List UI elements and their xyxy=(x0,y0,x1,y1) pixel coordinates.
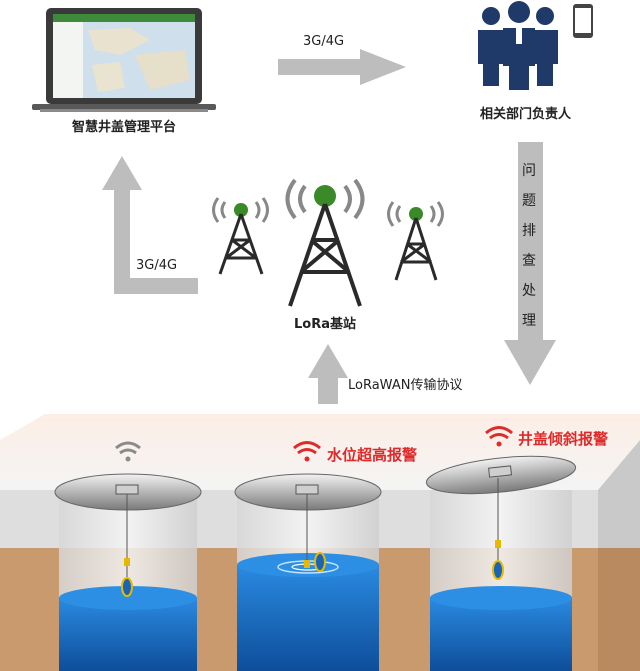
station-label: LoRa基站 xyxy=(294,317,356,332)
large-tower-icon xyxy=(285,178,365,307)
process-char: 题 xyxy=(522,193,536,209)
platform-label: 智慧井盖管理平台 xyxy=(72,120,177,135)
well-2 xyxy=(234,473,382,671)
process-label: 问 题 排 查 处 理 xyxy=(518,160,540,330)
laptop-icon xyxy=(32,8,216,112)
tilt-alert: 井盖倾斜报警 xyxy=(518,430,609,448)
phone-icon xyxy=(573,4,593,38)
well-1 xyxy=(54,473,202,671)
process-char: 问 xyxy=(522,163,536,179)
process-char: 理 xyxy=(522,313,536,329)
process-char: 处 xyxy=(522,283,536,299)
wifi-icon-normal xyxy=(115,441,141,462)
arrow-platform-to-people xyxy=(278,49,406,85)
link-left-label: 3G/4G xyxy=(136,258,178,273)
protocol-label: LoRaWAN传输协议 xyxy=(348,378,463,393)
people-icon xyxy=(478,1,558,90)
small-tower-left-icon xyxy=(212,197,269,275)
water-high-alert: 水位超高报警 xyxy=(327,446,418,464)
wifi-icon-alert-1 xyxy=(293,441,321,462)
process-char: 排 xyxy=(522,223,536,239)
arrow-up-protocol xyxy=(308,344,348,404)
link-top-label: 3G/4G xyxy=(303,34,345,49)
wifi-icon-alert-2 xyxy=(485,426,513,447)
arrow-down-process xyxy=(504,142,556,385)
arrow-station-to-platform xyxy=(102,156,198,294)
process-char: 查 xyxy=(522,253,536,269)
well-3 xyxy=(425,455,577,671)
small-tower-right-icon xyxy=(387,201,444,281)
people-label: 相关部门负责人 xyxy=(480,107,572,122)
